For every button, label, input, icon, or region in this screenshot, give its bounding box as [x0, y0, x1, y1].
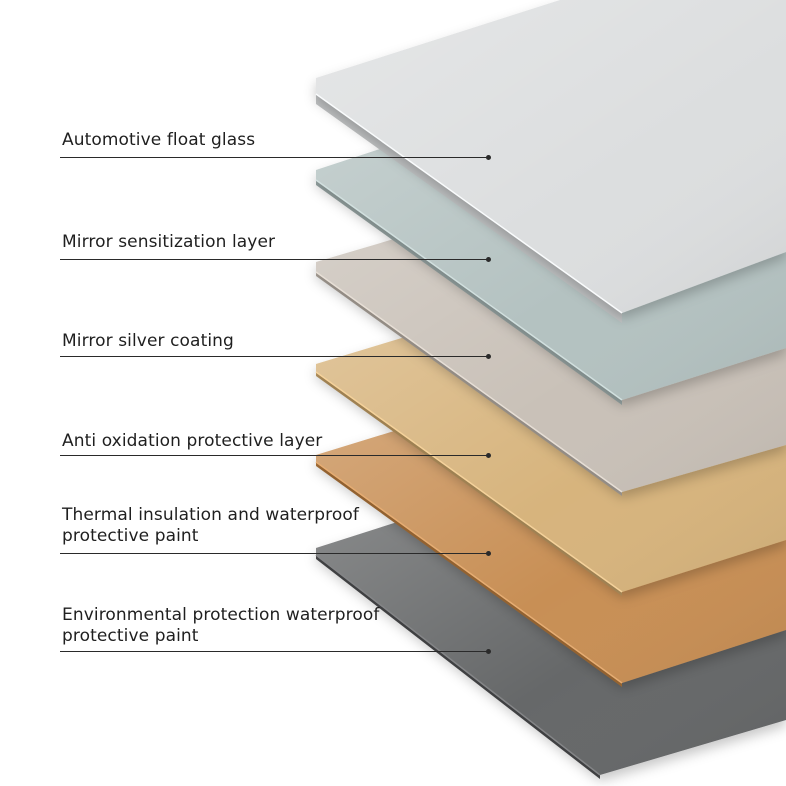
leader-line	[60, 157, 488, 158]
layer-label-anti-oxidation: Anti oxidation protective layer	[62, 431, 323, 451]
layer-label-automotive-float-glass: Automotive float glass	[62, 130, 256, 150]
leader-dot	[486, 453, 491, 458]
sheet-mirror-sensitization-highlight	[315, 179, 623, 401]
leader-line	[60, 651, 488, 652]
leader-dot	[486, 257, 491, 262]
leader-dot	[486, 551, 491, 556]
sheet-anti-oxidation-edge	[316, 364, 622, 596]
sheet-mirror-silver-coating-highlight	[315, 271, 623, 493]
sheet-anti-oxidation-highlight	[315, 371, 623, 593]
sheet-automotive-float-glass	[315, 0, 786, 323]
leader-line	[60, 553, 488, 554]
layer-label-mirror-silver-coating: Mirror silver coating	[62, 331, 234, 351]
leader-line	[60, 356, 488, 357]
leader-dot	[486, 649, 491, 654]
sheet-automotive-float-glass-edge	[316, 78, 622, 323]
sheet-automotive-float-glass-highlight	[315, 93, 623, 314]
sheet-environmental-protection-edge	[316, 548, 600, 779]
leader-dot	[486, 155, 491, 160]
leader-line	[60, 259, 488, 260]
layer-label-environmental-protection: Environmental protection waterproof prot…	[62, 605, 380, 646]
layer-label-mirror-sensitization: Mirror sensitization layer	[62, 232, 276, 252]
sheet-environmental-protection-highlight	[315, 554, 601, 776]
sheet-thermal-insulation-highlight	[315, 461, 623, 684]
sheet-mirror-sensitization-edge	[316, 170, 622, 405]
leader-dot	[486, 354, 491, 359]
leader-line	[60, 455, 488, 456]
layer-label-thermal-insulation: Thermal insulation and waterproof protec…	[62, 505, 359, 546]
sheet-thermal-insulation-edge	[316, 455, 622, 687]
sheet-automotive-float-glass-sheen	[316, 0, 786, 313]
